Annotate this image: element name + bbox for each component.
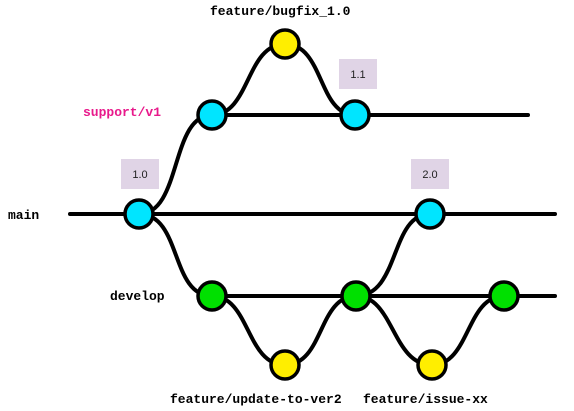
tag-1-1-label: 1.1 <box>350 69 365 81</box>
issue-commit <box>416 349 448 381</box>
tag-1-0-label: 1.0 <box>132 169 147 181</box>
develop-branch-curve <box>137 212 214 298</box>
tag-1-1: 1.1 <box>339 59 377 89</box>
bugfix-commit <box>269 28 301 60</box>
update-label: feature/update-to-ver2 <box>170 392 342 407</box>
develop-commit-2 <box>340 280 372 312</box>
support-label: support/v1 <box>83 105 161 120</box>
tag-1-0: 1.0 <box>121 159 159 189</box>
support-commit-1 <box>196 99 228 131</box>
support-commit-2 <box>339 99 371 131</box>
issue-label: feature/issue-xx <box>363 392 488 407</box>
main-label: main <box>8 208 39 223</box>
develop-label: develop <box>110 289 165 304</box>
tag-2-0-label: 2.0 <box>422 169 437 181</box>
update-commit <box>269 349 301 381</box>
tag-2-0: 2.0 <box>411 159 449 189</box>
develop-commit-1 <box>196 280 228 312</box>
release-merge-curve <box>354 212 432 298</box>
bugfix-label: feature/bugfix_1.0 <box>210 4 351 19</box>
main-commit-2 <box>414 198 446 230</box>
develop-commit-3 <box>488 280 520 312</box>
main-commit-1 <box>123 198 155 230</box>
